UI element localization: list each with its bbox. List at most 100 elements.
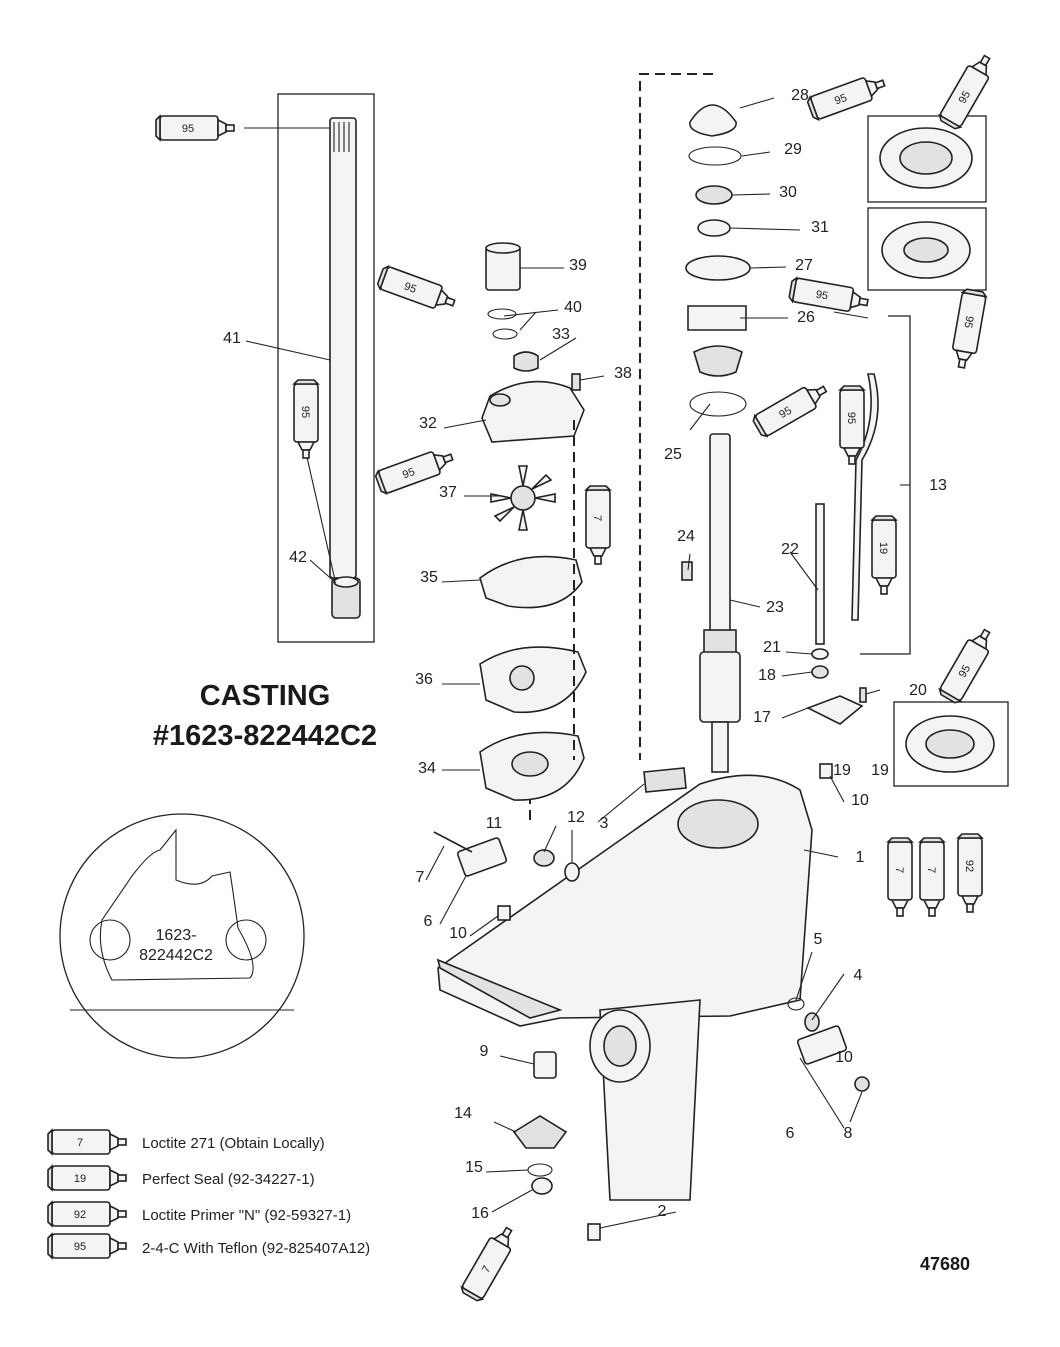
callout-40: 40 [564,299,582,316]
leader-line [781,671,813,677]
tube-label: 7 [480,1264,493,1275]
callout-6: 6 [786,1125,795,1142]
callout-21: 21 [763,639,781,656]
callout-6: 6 [424,913,433,930]
casting-hole-left [89,919,131,961]
callout-17: 17 [753,709,771,726]
tube-label: 92 [963,860,975,872]
callout-1: 1 [856,849,865,866]
leader-line [739,97,775,109]
callout-13: 13 [929,477,947,494]
oring-40b [492,328,518,340]
nut-8 [854,1076,870,1092]
leader-line [811,973,845,1021]
leader-line [781,707,809,719]
callout-27: 27 [795,257,813,274]
leader-line [543,825,557,853]
hardware-group [433,763,870,1241]
legend-row-95: 95 2-4-C With Teflon (92-825407A12) [47,1232,370,1260]
callout-29: 29 [784,141,802,158]
sealant-tube-95: 95 [752,385,828,438]
leader-line [833,311,869,319]
key-24 [681,561,693,581]
sealant-tube-95: 95 [376,264,456,309]
driveshaft-extension-group [244,93,375,643]
pump-housing-nipple [489,393,511,407]
plug-4 [804,1012,820,1032]
leader-line [799,1057,845,1129]
sealant-tube-95: 95 [155,114,235,142]
callout-14: 14 [454,1105,472,1122]
leader-line [689,403,711,431]
driveshaft-group [681,433,741,773]
callout-30: 30 [779,184,797,201]
driveshaft-41 [329,117,357,579]
tube-label: 7 [591,515,603,521]
leader-line [485,1169,529,1173]
gasket-35 [479,555,583,609]
screw-20 [859,687,867,703]
callout-10: 10 [835,1049,853,1066]
callout-22: 22 [781,541,799,558]
leader-line [441,579,481,583]
shift-group [806,315,911,725]
legend-row-19: 19 Perfect Seal (92-34227-1) [47,1164,315,1192]
callout-10: 10 [449,925,467,942]
bushing-39-top [485,242,521,254]
sealant-tube-95: 95 [952,288,988,369]
sealant-tube-7: 7 [918,837,946,917]
tube-label: 95 [833,92,849,107]
legend-tube-92: 92 [47,1200,127,1228]
leader-line [865,689,881,695]
tube-label: 95 [957,89,974,106]
callout-39: 39 [569,257,587,274]
gear-housing-1 [436,774,813,1201]
figure-number: 47680 [920,1254,970,1274]
seal-30-inner [899,141,953,175]
washer-5 [787,997,805,1011]
dowel-10-left [497,905,511,921]
callout-36: 36 [415,671,433,688]
casting-circle [59,813,305,1059]
callout-12: 12 [567,809,585,826]
callout-16: 16 [471,1205,489,1222]
tube-label: 95 [182,123,194,135]
leader-line [539,337,577,361]
legend-tube-95: 95 [47,1232,127,1260]
casting-plate-line1: 1623- [156,927,197,944]
washer-12 [564,862,580,882]
bearing-cone-26 [693,345,743,377]
leader-line [519,311,537,331]
callout-19: 19 [833,762,851,779]
leader-line [503,309,559,317]
seal-callout-boxes [867,115,1009,787]
driveshaft-splines [333,122,350,152]
leader-42 [309,559,337,584]
face-plate-36-hole [509,665,535,691]
tube-label: 19 [877,542,889,554]
callout-8: 8 [844,1125,853,1142]
casting-plate-line2: 822442C2 [139,947,213,964]
sealant-tube-95: 95 [938,54,991,130]
bolt-7 [433,831,473,853]
tube-label: 95 [845,412,857,424]
nut-18 [811,665,829,679]
leader-line [749,266,787,269]
callout-28: 28 [791,87,809,104]
shim-25 [689,391,747,417]
gearcase-plate-edge [436,958,563,1019]
casting-plate-outline [99,828,254,981]
callout-24: 24 [677,528,695,545]
callout-26: 26 [797,309,815,326]
plug-11 [533,849,555,867]
water-pump-group [479,242,587,801]
casting-title: CASTING [200,680,331,712]
callout-11: 11 [486,815,503,832]
callout-7: 7 [416,869,425,886]
callout-37: 37 [439,484,457,501]
shift-shaft-22 [815,503,825,645]
leader-line [597,783,645,823]
tube-label: 7 [893,867,905,873]
sealant-tube-95: 95 [938,628,991,704]
